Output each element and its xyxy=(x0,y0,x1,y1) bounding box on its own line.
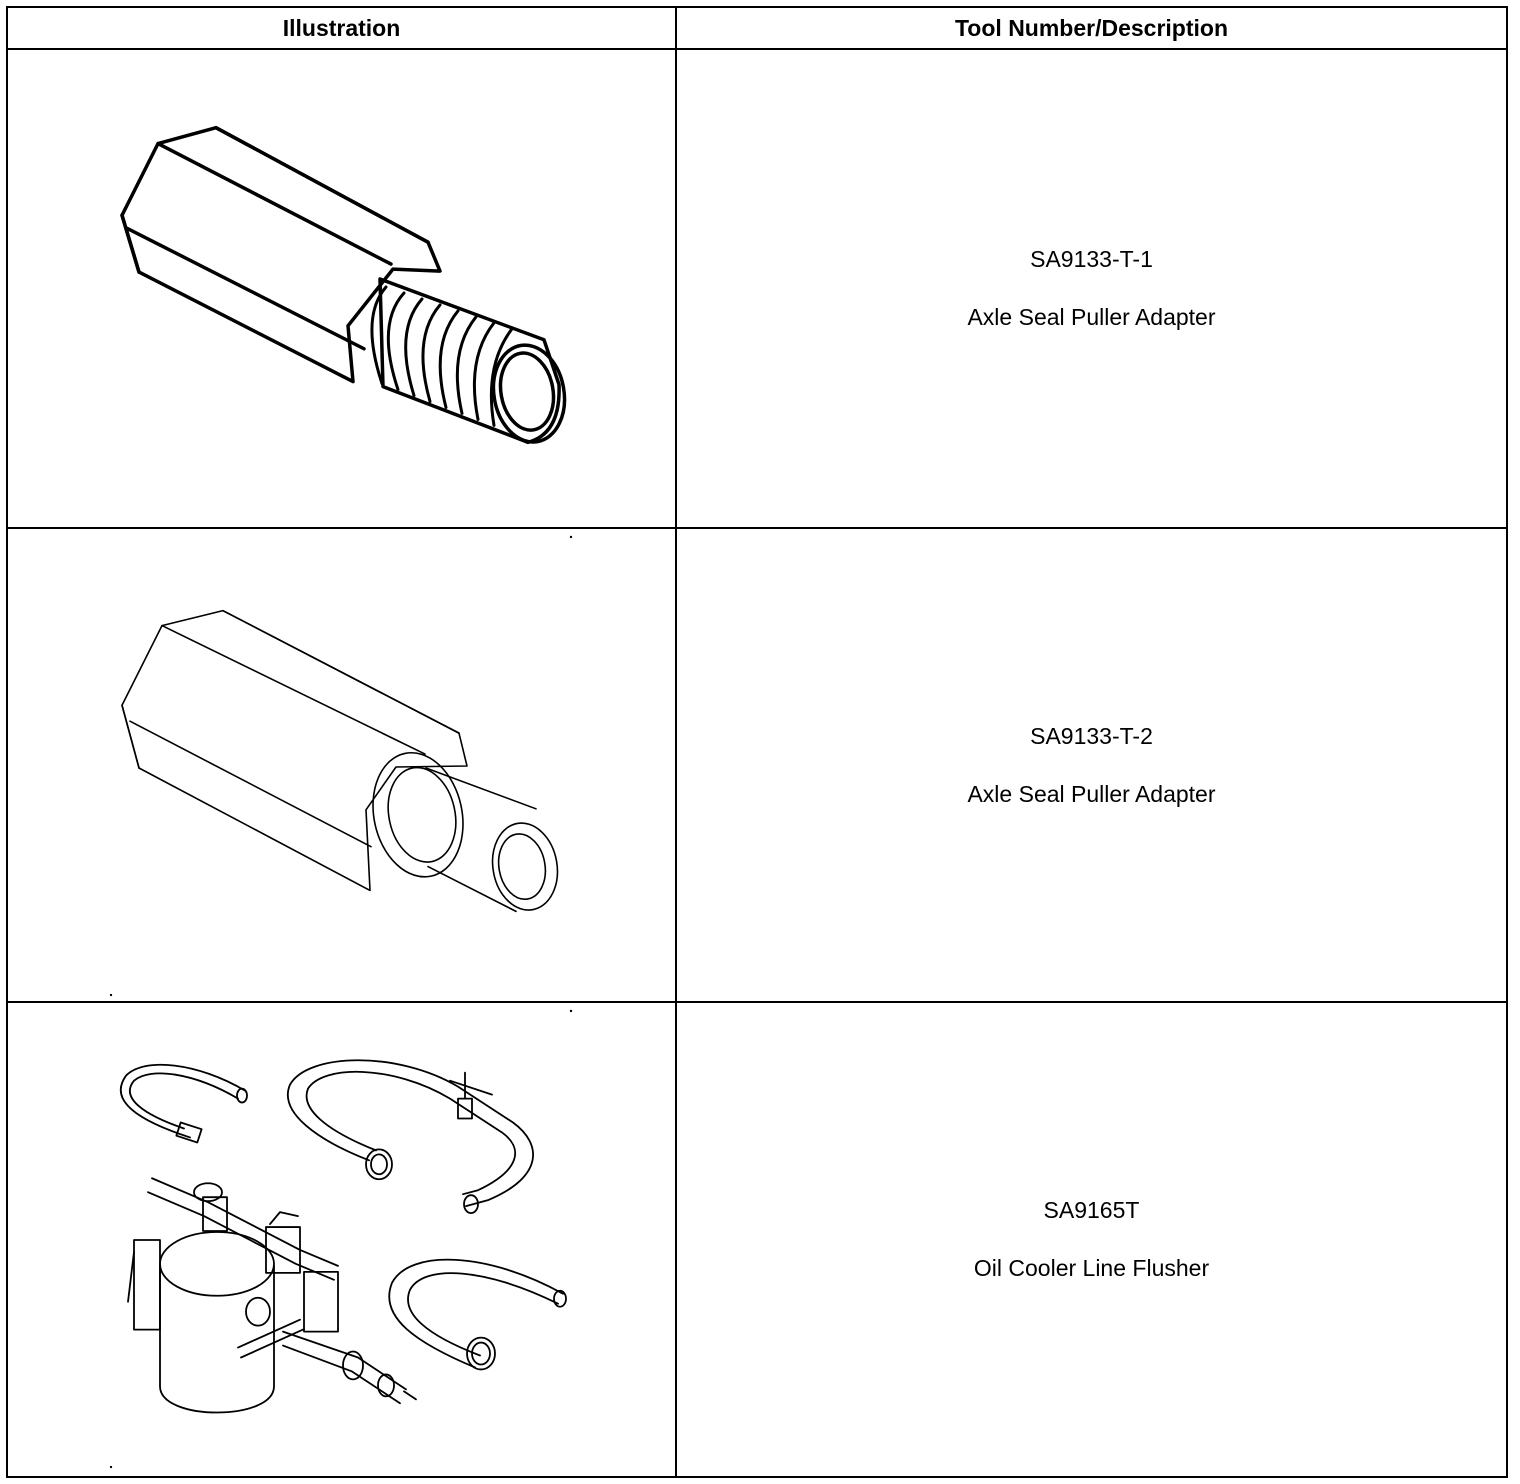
tool-number: SA9133-T-1 xyxy=(1030,246,1153,272)
description-cell: SA9133-T-2 Axle Seal Puller Adapter xyxy=(675,527,1508,1003)
table-row: SA9133-T-2 Axle Seal Puller Adapter xyxy=(6,527,1508,1003)
tool-description: Axle Seal Puller Adapter xyxy=(967,780,1216,807)
header-row: Illustration Tool Number/Description xyxy=(6,6,1508,50)
threaded-adapter-icon xyxy=(120,125,567,445)
smooth-adapter-icon xyxy=(109,535,573,997)
header-tool-description: Tool Number/Description xyxy=(675,6,1508,50)
tool-number: SA9165T xyxy=(1043,1197,1140,1223)
table-row: SA9165T Oil Cooler Line Flusher xyxy=(6,1001,1508,1478)
tool-number: SA9133-T-2 xyxy=(1030,722,1153,749)
tool-description: Oil Cooler Line Flusher xyxy=(973,1255,1210,1281)
tool-description: Axle Seal Puller Adapter xyxy=(967,304,1216,330)
flusher-kit-icon xyxy=(109,1009,573,1469)
header-illustration: Illustration xyxy=(6,6,677,50)
illustration-cell xyxy=(6,527,677,1003)
table-row: SA9133-T-1 Axle Seal Puller Adapter xyxy=(6,48,1508,529)
description-cell: SA9133-T-1 Axle Seal Puller Adapter xyxy=(675,48,1508,529)
description-cell: SA9165T Oil Cooler Line Flusher xyxy=(675,1001,1508,1478)
illustration-cell xyxy=(6,48,677,529)
tools-table: Illustration Tool Number/Description xyxy=(6,6,1508,1478)
illustration-cell xyxy=(6,1001,677,1478)
